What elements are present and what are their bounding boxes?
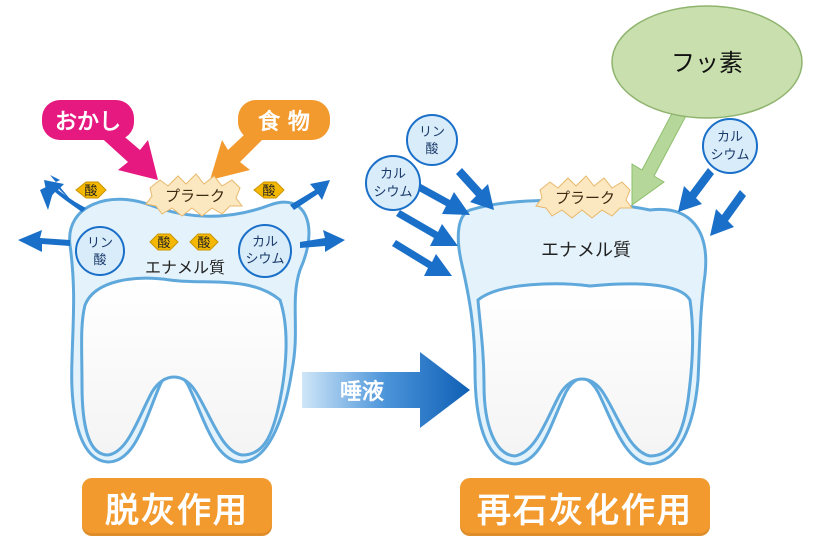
acid-hex-4: 酸 bbox=[189, 233, 219, 251]
right-calcium-right-line2: シウム bbox=[710, 148, 749, 163]
shokumotsu-text: 食 物 bbox=[258, 109, 310, 135]
oyatsu-text: おかし bbox=[55, 110, 121, 135]
left-calcium-line2: シウム bbox=[245, 252, 284, 267]
right-calcium-right-circle: カル シウム bbox=[702, 118, 758, 174]
fluoride: フッ素 bbox=[611, 5, 803, 206]
arrow-in-5 bbox=[678, 168, 714, 212]
left-dentin bbox=[80, 276, 288, 457]
acid-hex-2: 酸 bbox=[253, 181, 285, 199]
arrow-in-4 bbox=[456, 168, 494, 210]
left-phosphate-line1: リン bbox=[87, 236, 113, 251]
left-plaque-text: プラーク bbox=[165, 187, 225, 205]
left-phosphate-circle: リン 酸 bbox=[75, 226, 125, 276]
saliva-arrow: 唾液 bbox=[302, 352, 470, 428]
fluoride-cloud bbox=[611, 5, 803, 119]
acid-hex-3: 酸 bbox=[149, 233, 179, 251]
left-plaque: プラーク bbox=[145, 173, 243, 217]
right-calcium-left-line1: カル bbox=[380, 167, 406, 182]
demineralization-caption: 脱灰作用 bbox=[82, 478, 272, 536]
acid-text-3: 酸 bbox=[157, 236, 170, 251]
acid-text-4: 酸 bbox=[197, 236, 210, 251]
left-calcium-line1: カル bbox=[252, 235, 278, 250]
right-calcium-left-circle: カル シウム bbox=[365, 155, 421, 211]
arrow-out-left bbox=[18, 230, 70, 252]
saliva-text: 唾液 bbox=[340, 379, 384, 405]
oyatsu-label: おかし bbox=[42, 100, 158, 180]
right-enamel-text: エナメル質 bbox=[541, 240, 631, 261]
right-calcium-left-line2: シウム bbox=[373, 185, 412, 200]
arrow-out-upleft-2 bbox=[44, 180, 86, 212]
right-plaque: プラーク bbox=[535, 175, 633, 219]
fluoride-text: フッ素 bbox=[671, 49, 743, 77]
right-tooth bbox=[456, 199, 708, 466]
arrow-out-right bbox=[300, 230, 345, 252]
right-phosphate-line2: 酸 bbox=[425, 142, 438, 157]
shokumotsu-label: 食 物 bbox=[210, 100, 330, 180]
arrow-in-1 bbox=[406, 178, 470, 215]
right-inward-arrows bbox=[392, 168, 746, 276]
right-phosphate-line1: リン bbox=[419, 125, 445, 140]
right-phosphate-circle: リン 酸 bbox=[406, 114, 458, 166]
left-enamel-text: エナメル質 bbox=[145, 258, 225, 277]
left-phosphate-line2: 酸 bbox=[93, 253, 106, 268]
acid-text-2: 酸 bbox=[262, 184, 275, 199]
arrow-out-upleft bbox=[40, 175, 75, 210]
right-plaque-text: プラーク bbox=[555, 189, 615, 207]
acid-hex-1: 酸 bbox=[75, 181, 107, 199]
arrow-in-2 bbox=[396, 210, 458, 246]
right-calcium-right-line1: カル bbox=[717, 130, 743, 145]
fluoride-arrow bbox=[631, 105, 689, 206]
left-calcium-circle: カル シウム bbox=[238, 224, 292, 278]
arrow-in-6 bbox=[710, 190, 746, 236]
arrow-in-3 bbox=[392, 240, 452, 276]
remineralization-caption: 再石灰化作用 bbox=[460, 478, 710, 536]
arrow-out-upright bbox=[290, 180, 330, 210]
right-dentin bbox=[476, 282, 695, 458]
acid-text-1: 酸 bbox=[84, 184, 97, 199]
left-outward-arrows bbox=[18, 175, 345, 252]
